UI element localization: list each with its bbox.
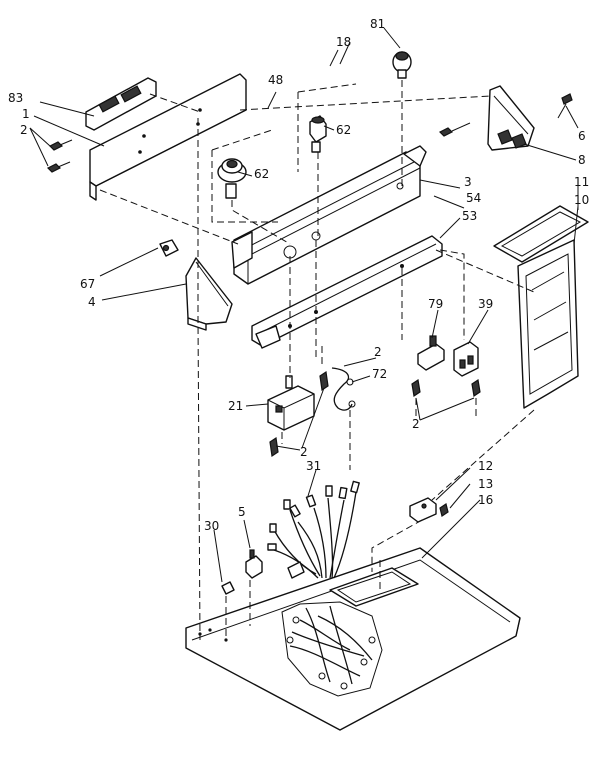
clip-5 [245, 549, 263, 579]
callout-31: 31 [306, 459, 321, 473]
callout-2: 2 [300, 445, 308, 459]
timer-motor [267, 375, 315, 431]
callout-labels: 83 1 2 48 18 81 62 62 6 8 3 54 53 11 10 … [8, 17, 589, 533]
screw [46, 161, 71, 173]
callout-6: 6 [578, 129, 586, 143]
callout-39: 39 [478, 297, 493, 311]
callout-16: 16 [478, 493, 493, 507]
callout-67: 67 [80, 277, 95, 291]
screw [269, 436, 279, 458]
callout-62: 62 [336, 123, 351, 137]
callout-30: 30 [204, 519, 219, 533]
screw [471, 378, 481, 398]
control-knob [309, 115, 327, 153]
callout-72: 72 [372, 367, 387, 381]
sensor-wire [331, 367, 356, 411]
callout-48: 48 [268, 73, 283, 87]
callout-4: 4 [88, 295, 96, 309]
wiring-harness [267, 480, 360, 579]
timer-assembly [217, 158, 247, 199]
callout-18: 18 [336, 35, 351, 49]
callout-62: 62 [254, 167, 269, 181]
callout-5: 5 [238, 505, 246, 519]
callout-83: 83 [8, 91, 23, 105]
callout-2: 2 [374, 345, 382, 359]
switch [453, 341, 479, 377]
callout-10: 10 [574, 193, 589, 207]
console-back-panel [89, 73, 247, 201]
lint-screen-cover [493, 205, 589, 263]
callout-53: 53 [462, 209, 477, 223]
callout-2: 2 [412, 417, 420, 431]
end-cap-right [487, 85, 535, 151]
screw [48, 139, 73, 151]
door-switch-bracket [409, 497, 449, 523]
callout-leaders [29, 27, 579, 583]
control-panel-trim [251, 235, 443, 349]
control-panel [231, 145, 427, 285]
callout-21: 21 [228, 399, 243, 413]
screw [438, 122, 471, 137]
assembly-lines [99, 80, 535, 641]
callout-12: 12 [478, 459, 493, 473]
callout-54: 54 [466, 191, 481, 205]
callout-13: 13 [478, 477, 493, 491]
clip [159, 239, 179, 257]
callout-79: 79 [428, 297, 443, 311]
knob-top [392, 51, 412, 79]
callout-3: 3 [464, 175, 472, 189]
screw [411, 378, 421, 398]
screw [319, 370, 329, 392]
lint-screen [517, 239, 579, 409]
callout-8: 8 [578, 153, 586, 167]
clip-30 [221, 581, 235, 595]
end-cap-left [185, 257, 233, 331]
callout-81: 81 [370, 17, 385, 31]
screw [557, 93, 573, 119]
callout-2: 2 [20, 123, 28, 137]
wiring-harness-base [281, 601, 383, 697]
callout-1: 1 [22, 107, 30, 121]
callout-11: 11 [574, 175, 589, 189]
switch [417, 335, 445, 371]
top-opening [329, 567, 419, 607]
